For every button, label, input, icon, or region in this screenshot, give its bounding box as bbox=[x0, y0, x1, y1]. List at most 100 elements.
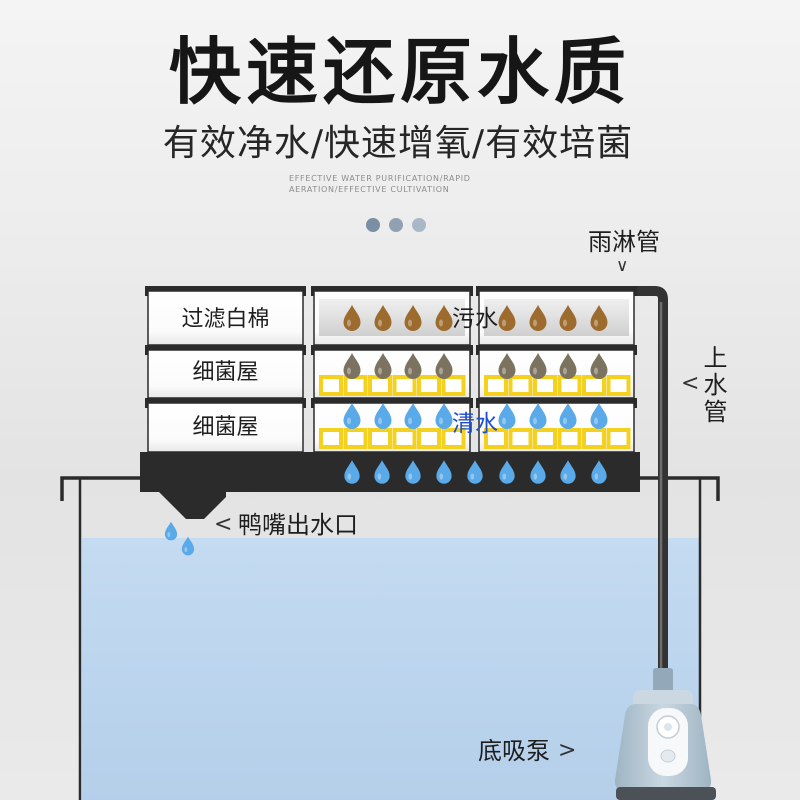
filter-box-rim-right-lip bbox=[303, 286, 306, 296]
filtering-water-drop bbox=[590, 353, 608, 379]
english-tagline: EFFECTIVE WATER PURIFICATION/RAPID AERAT… bbox=[289, 173, 471, 195]
dripping-water-drop-highlight bbox=[439, 473, 444, 480]
dripping-water-drop-body bbox=[499, 460, 515, 484]
bottom-suction-pump bbox=[614, 668, 716, 800]
drip-tray-base bbox=[140, 452, 640, 492]
inlet-pipe-label: 上水管 bbox=[699, 345, 727, 426]
filtering-water-drop-body bbox=[559, 353, 577, 379]
filter-box-rim-left-lip bbox=[145, 286, 148, 296]
filter-box-rim bbox=[311, 398, 473, 403]
dirty-water-label: 污水 bbox=[452, 306, 498, 332]
clean-water-drop-highlight bbox=[408, 417, 412, 425]
clean-water-drop-highlight bbox=[563, 417, 567, 425]
filtering-water-drop bbox=[498, 353, 516, 379]
dripping-water-drop-body bbox=[344, 460, 360, 484]
dirty-water-drop-highlight bbox=[563, 319, 567, 327]
clean-water-drop-highlight bbox=[347, 417, 351, 425]
clean-water-drop-highlight bbox=[502, 417, 506, 425]
tank-rim-left bbox=[60, 476, 142, 501]
english-tagline-line-1: EFFECTIVE WATER PURIFICATION/RAPID bbox=[289, 174, 471, 183]
filtering-water-drop-highlight bbox=[439, 367, 443, 375]
bio-ring bbox=[441, 375, 466, 396]
clean-water-drop bbox=[590, 403, 608, 429]
dirty-water-drop-body bbox=[374, 305, 392, 331]
filter-box-rim-right-lip bbox=[634, 286, 637, 296]
dirty-water-drop-body bbox=[343, 305, 361, 331]
filter-box-rim-right-lip bbox=[634, 398, 637, 408]
filter-box-rim bbox=[476, 345, 637, 350]
filtering-water-drop-body bbox=[590, 353, 608, 379]
outlet-water-drop-body bbox=[181, 536, 195, 556]
dirty-water-drop-highlight bbox=[533, 319, 537, 327]
filter-box-body bbox=[147, 402, 304, 453]
bio-ring bbox=[582, 428, 606, 449]
filter-box-rim-left-lip bbox=[311, 286, 314, 296]
bio-ring bbox=[582, 375, 606, 396]
filter-layer-label-bacteria-house-2: 细菌屋 bbox=[192, 415, 259, 440]
filter-box-rim-left-lip bbox=[145, 345, 148, 355]
bio-ring bbox=[343, 375, 368, 396]
filter-box-rim-left-lip bbox=[311, 398, 314, 408]
dripping-water-drop bbox=[467, 460, 483, 484]
filter-box-rim bbox=[311, 286, 473, 291]
bio-ring bbox=[484, 428, 508, 449]
filtering-water-drop bbox=[435, 353, 453, 379]
outlet-water-drop-body bbox=[164, 521, 178, 541]
clean-water-drop-body bbox=[435, 403, 453, 429]
filtering-water-drop-body bbox=[374, 353, 392, 379]
filter-media bbox=[319, 299, 631, 449]
filtering-water-drop-highlight bbox=[347, 367, 351, 375]
filtering-water-drop-highlight bbox=[408, 367, 412, 375]
bio-ring bbox=[606, 375, 631, 396]
clean-water-drop bbox=[529, 403, 547, 429]
bio-ring bbox=[319, 375, 343, 396]
english-tagline-line-2: AERATION/EFFECTIVE CULTIVATION bbox=[289, 185, 450, 194]
dripping-water-drop-body bbox=[436, 460, 452, 484]
dirty-water-drop bbox=[529, 305, 547, 331]
clean-water-drop bbox=[404, 403, 422, 429]
filtering-water-drop-body bbox=[498, 353, 516, 379]
duck-mouth-outlet-label: 鸭嘴出水口 bbox=[238, 511, 358, 539]
bio-ring bbox=[441, 428, 466, 449]
filtering-water-drop-highlight bbox=[533, 367, 537, 375]
clean-water-drop bbox=[559, 403, 577, 429]
bio-ring bbox=[557, 428, 582, 449]
bio-ring bbox=[606, 428, 631, 449]
filter-box-rim-right-lip bbox=[470, 345, 473, 355]
filter-box-rim-left-lip bbox=[476, 345, 479, 355]
filter-box-rim bbox=[311, 345, 473, 350]
outlet-water-drop-highlight bbox=[184, 547, 188, 553]
clean-water-drop-body bbox=[404, 403, 422, 429]
dripping-water-drop-body bbox=[374, 460, 390, 484]
filtering-water-drop-highlight bbox=[563, 367, 567, 375]
dripping-water-drop bbox=[436, 460, 452, 484]
bio-ring bbox=[343, 428, 368, 449]
clean-water-drop-highlight bbox=[594, 417, 598, 425]
filtering-water-drop-body bbox=[404, 353, 422, 379]
pagination-dots bbox=[366, 218, 426, 232]
filtering-water-drop bbox=[559, 353, 577, 379]
clean-water-drop bbox=[343, 403, 361, 429]
dripping-water-drop bbox=[499, 460, 515, 484]
pump-collar bbox=[633, 690, 693, 706]
filter-box-rim bbox=[476, 286, 637, 291]
filtering-water-drop-highlight bbox=[378, 367, 382, 375]
dirty-water-drop-body bbox=[590, 305, 608, 331]
tray-water-drops bbox=[344, 460, 607, 484]
filtering-water-drop-body bbox=[343, 353, 361, 379]
bio-ring bbox=[319, 428, 343, 449]
dirty-water-drop-body bbox=[529, 305, 547, 331]
dripping-water-drop-highlight bbox=[502, 473, 507, 480]
filter-box-rim-left-lip bbox=[476, 286, 479, 296]
dripping-water-drop bbox=[530, 460, 546, 484]
tank-rim-right bbox=[638, 476, 720, 501]
pagination-dot bbox=[389, 218, 403, 232]
filter-box-rim-right-lip bbox=[470, 398, 473, 408]
filter-layer-label-bacteria-house-1: 细菌屋 bbox=[192, 360, 259, 385]
bio-ring bbox=[417, 428, 441, 449]
pagination-dot bbox=[366, 218, 380, 232]
pump-suction-base bbox=[616, 787, 716, 800]
clean-water-label: 清水 bbox=[452, 411, 498, 437]
filter-box-rim bbox=[145, 398, 306, 403]
filter-layer-label-cotton: 过滤白棉 bbox=[181, 307, 270, 332]
